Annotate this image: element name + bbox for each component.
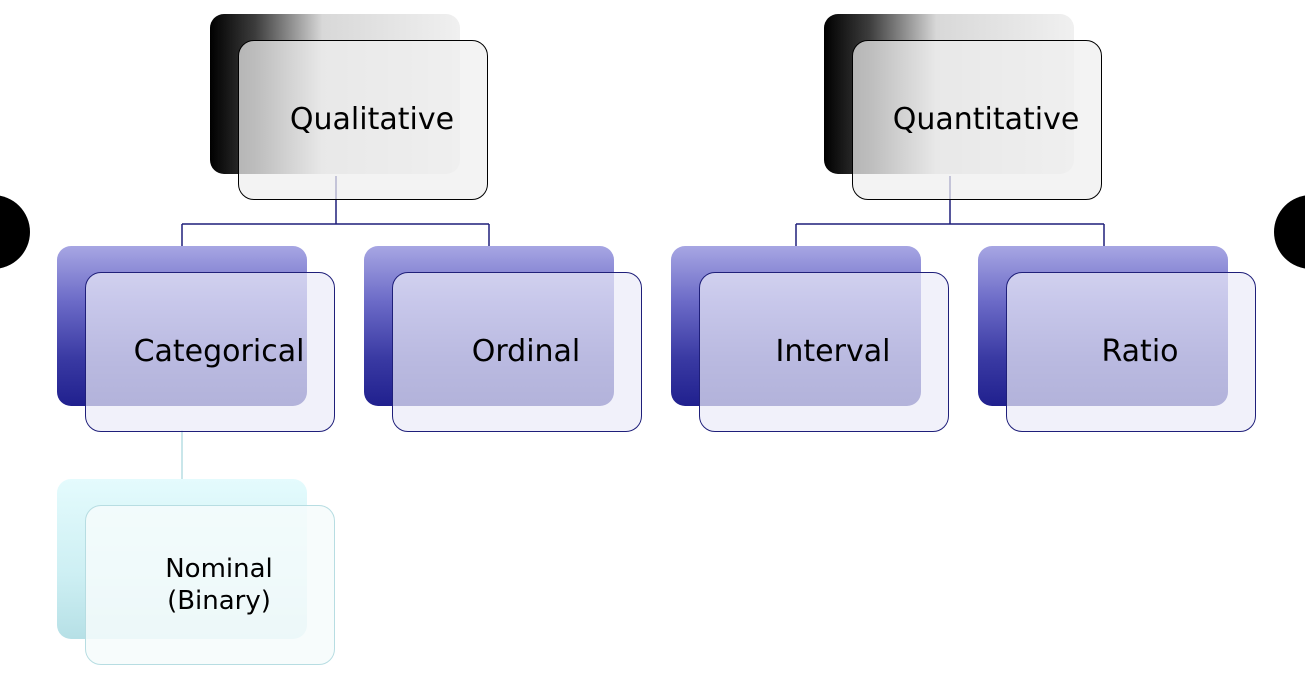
node-quantitative-box: Quantitative — [852, 40, 1102, 200]
node-nominal-label: Nominal (Binary) — [165, 554, 273, 616]
node-categorical-box: Categorical — [85, 272, 335, 432]
node-qualitative-box: Qualitative — [238, 40, 488, 200]
node-ratio-label: Ratio — [1101, 334, 1179, 369]
node-ordinal-box: Ordinal — [392, 272, 642, 432]
node-categorical-label: Categorical — [133, 334, 305, 369]
node-interval-box: Interval — [699, 272, 949, 432]
node-interval-label: Interval — [775, 334, 891, 369]
node-nominal-box: Nominal (Binary) — [85, 505, 335, 665]
node-quantitative-label: Quantitative — [892, 102, 1080, 137]
node-ratio-box: Ratio — [1006, 272, 1256, 432]
node-ordinal-label: Ordinal — [471, 334, 581, 369]
node-qualitative-label: Qualitative — [289, 102, 455, 137]
